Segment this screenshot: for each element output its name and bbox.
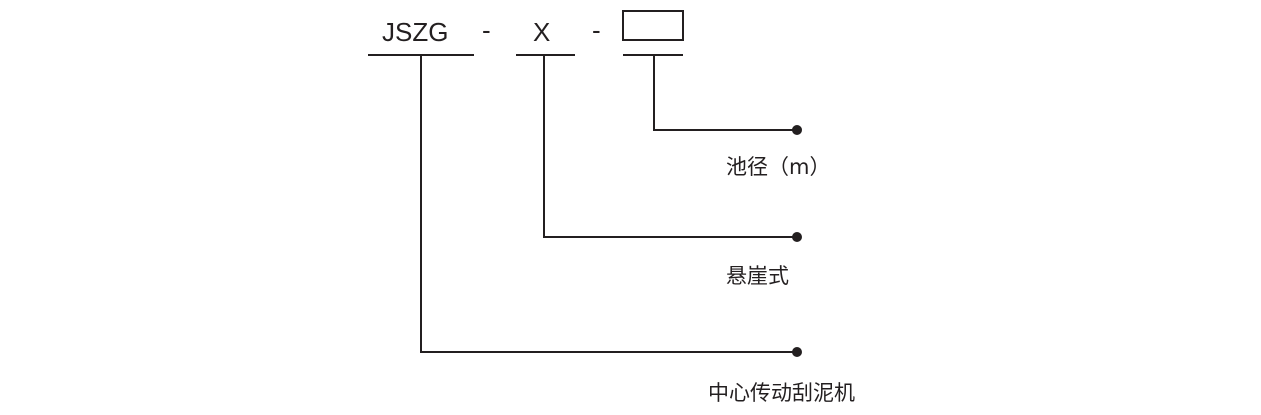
diameter-placeholder-box xyxy=(622,10,684,41)
label-prefix: 中心传动刮泥机 xyxy=(708,381,855,405)
diameter-leader-line xyxy=(653,55,797,131)
code-type: X xyxy=(533,17,550,47)
prefix-leader-line xyxy=(420,55,797,353)
prefix-dot xyxy=(792,347,802,357)
diameter-dot xyxy=(792,125,802,135)
code-separator-1: - xyxy=(482,15,491,45)
label-diameter: 池径（m） xyxy=(726,155,830,179)
code-separator-2: - xyxy=(592,15,601,45)
label-type: 悬崖式 xyxy=(726,264,789,288)
code-prefix: JSZG xyxy=(382,17,448,47)
type-dot xyxy=(792,232,802,242)
type-leader-line xyxy=(543,55,797,238)
